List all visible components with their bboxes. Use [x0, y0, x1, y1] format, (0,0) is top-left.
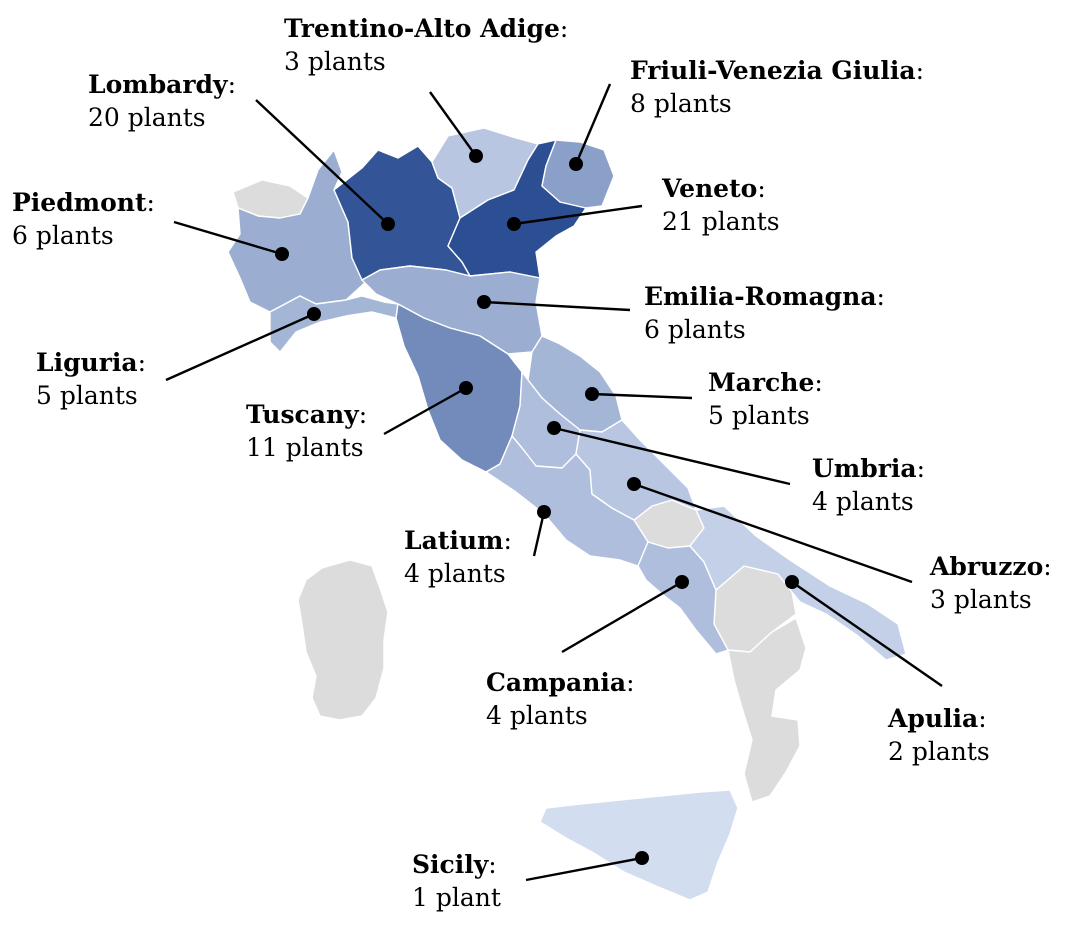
plant-count: 4 plants: [404, 559, 506, 588]
marker-lombardy: [381, 217, 395, 231]
marker-campania: [675, 575, 689, 589]
leader-apulia: [791, 581, 943, 687]
marker-liguria: [307, 307, 321, 321]
label-latium: Latium: 4 plants: [404, 526, 512, 588]
region-name: Tuscany: [246, 400, 359, 429]
marker-veneto: [507, 217, 521, 231]
region-sardinia: [297, 559, 389, 721]
plant-count: 4 plants: [486, 701, 588, 730]
leader-latium: [532, 511, 546, 557]
label-tuscany: Tuscany: 11 plants: [246, 400, 368, 462]
marker-friuli: [569, 157, 583, 171]
marker-marche: [585, 387, 599, 401]
leader-campania: [561, 580, 683, 654]
plant-count: 1 plant: [412, 883, 501, 912]
plant-count: 11 plants: [246, 433, 364, 462]
plant-count: 2 plants: [888, 737, 990, 766]
leader-liguria: [165, 312, 315, 382]
marker-abruzzo: [627, 477, 641, 491]
marker-piedmont: [275, 247, 289, 261]
marker-apulia: [785, 575, 799, 589]
label-lombardy: Lombardy: 20 plants: [88, 70, 237, 132]
region-calabria: [727, 617, 807, 803]
region-name: Emilia-Romagna: [644, 282, 877, 311]
region-name: Latium: [404, 526, 504, 555]
region-sicily: [539, 789, 739, 901]
label-liguria: Liguria: 5 plants: [36, 348, 147, 410]
label-umbria: Umbria: 4 plants: [812, 454, 926, 516]
region-piedmont: [227, 149, 369, 313]
plant-count: 6 plants: [644, 315, 746, 344]
marker-umbria: [547, 421, 561, 435]
label-trentino: Trentino-Alto Adige: 3 plants: [284, 14, 569, 76]
plant-count: 8 plants: [630, 89, 732, 118]
region-name: Piedmont: [12, 188, 147, 217]
region-name: Lombardy: [88, 70, 228, 99]
plant-count: 3 plants: [284, 47, 386, 76]
plant-count: 4 plants: [812, 487, 914, 516]
plant-count: 3 plants: [930, 585, 1032, 614]
marker-emilia: [477, 295, 491, 309]
marker-sicily: [635, 851, 649, 865]
marker-trentino: [469, 149, 483, 163]
leader-umbria: [553, 426, 791, 486]
leader-friuli: [574, 83, 612, 165]
plant-count: 20 plants: [88, 103, 206, 132]
label-emilia: Emilia-Romagna: 6 plants: [644, 282, 885, 344]
label-campania: Campania: 4 plants: [486, 668, 635, 730]
label-piedmont: Piedmont: 6 plants: [12, 188, 155, 250]
leader-emilia: [483, 300, 631, 312]
label-veneto: Veneto: 21 plants: [662, 174, 780, 236]
leader-piedmont: [173, 220, 283, 256]
plant-count: 21 plants: [662, 207, 780, 236]
region-name: Umbria: [812, 454, 917, 483]
label-sicily: Sicily: 1 plant: [412, 850, 501, 912]
region-name: Marche: [708, 368, 815, 397]
label-marche: Marche: 5 plants: [708, 368, 823, 430]
region-name: Campania: [486, 668, 627, 697]
region-name: Friuli-Venezia Giulia: [630, 56, 916, 85]
plant-count: 6 plants: [12, 221, 114, 250]
region-name: Liguria: [36, 348, 138, 377]
leader-trentino: [429, 91, 477, 157]
region-friuli: [541, 139, 615, 209]
leader-tuscany: [383, 386, 467, 436]
region-name: Sicily: [412, 850, 489, 879]
plant-count: 5 plants: [36, 381, 138, 410]
region-name: Abruzzo: [930, 552, 1044, 581]
label-friuli: Friuli-Venezia Giulia: 8 plants: [630, 56, 925, 118]
plant-count: 5 plants: [708, 401, 810, 430]
leader-sicily: [525, 856, 643, 882]
region-name: Apulia: [888, 704, 979, 733]
marker-latium: [537, 505, 551, 519]
region-campania: [637, 541, 729, 655]
leader-abruzzo: [633, 482, 913, 584]
leader-marche: [591, 392, 693, 400]
region-name: Veneto: [662, 174, 758, 203]
label-abruzzo: Abruzzo: 3 plants: [930, 552, 1052, 614]
region-name: Trentino-Alto Adige: [284, 14, 560, 43]
leader-veneto: [513, 204, 643, 226]
leader-lombardy: [255, 99, 389, 225]
label-apulia: Apulia: 2 plants: [888, 704, 990, 766]
marker-tuscany: [459, 381, 473, 395]
